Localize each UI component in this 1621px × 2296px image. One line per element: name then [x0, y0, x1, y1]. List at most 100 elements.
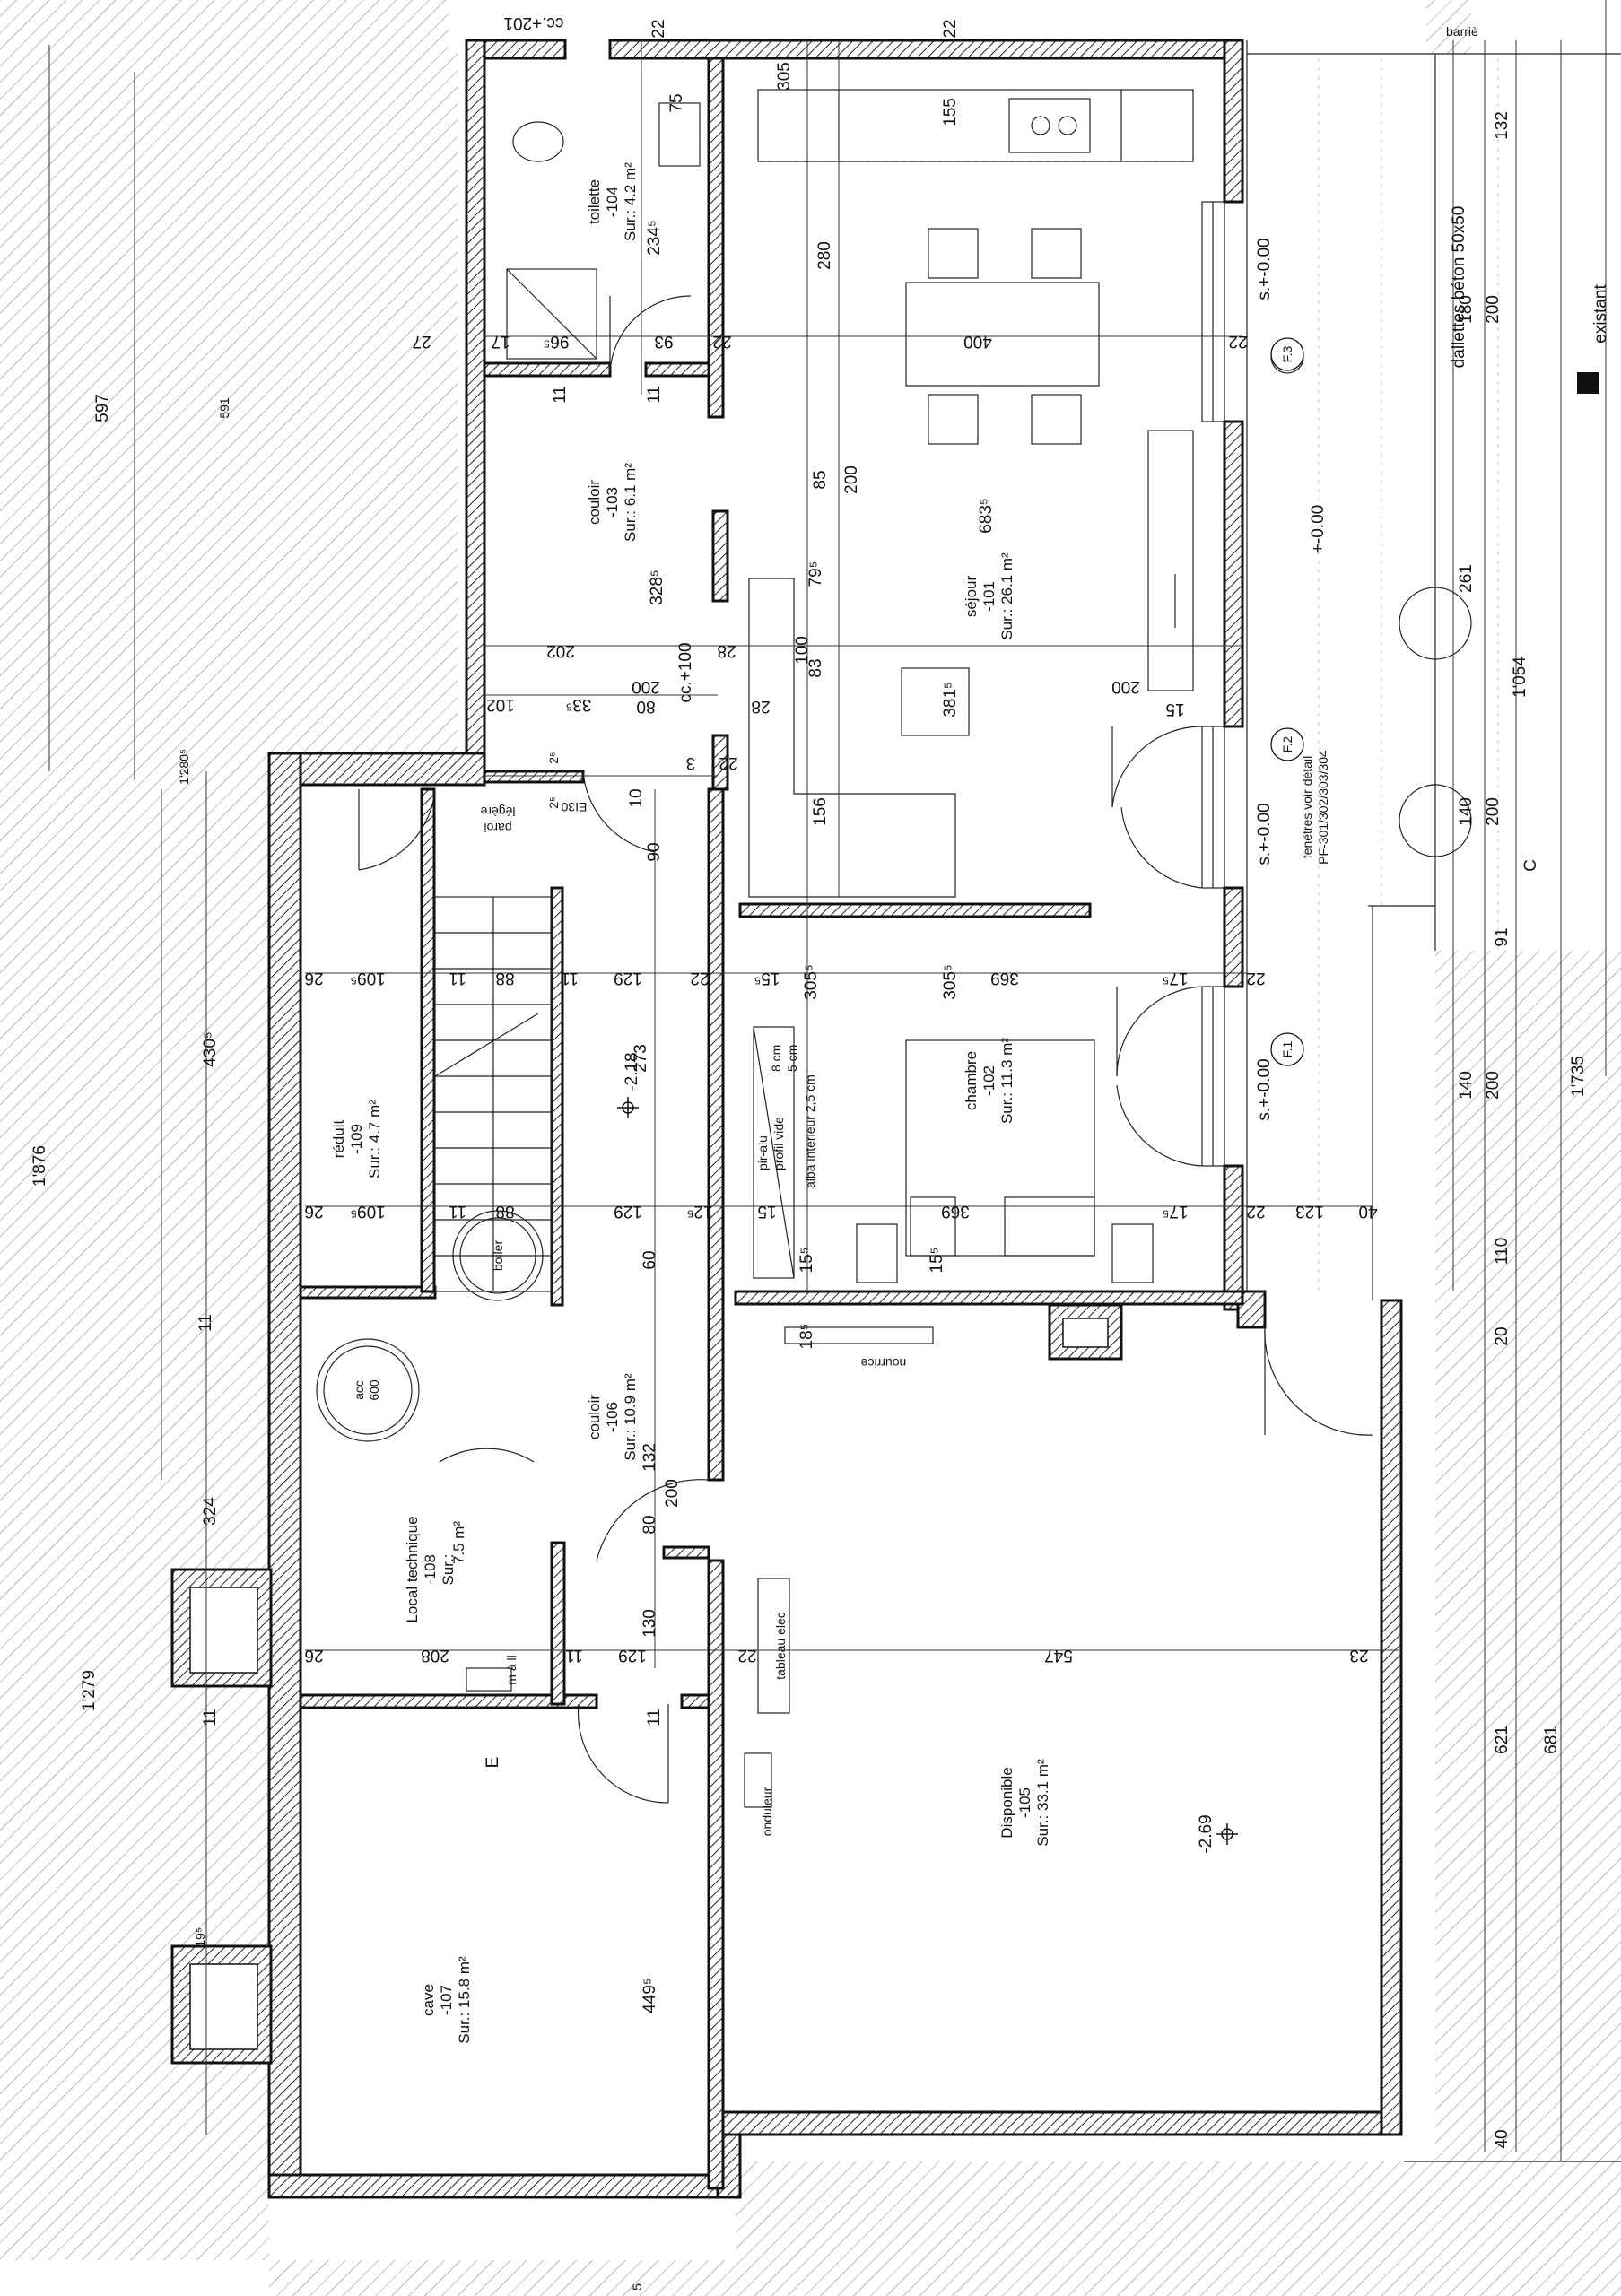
dim-text: 5 [630, 2283, 644, 2291]
room-number: -107 [438, 1985, 455, 2015]
onduleur-label: onduleur [760, 1787, 774, 1836]
dim-text: 1'876 [31, 1145, 49, 1187]
room-area-value: 7.5 m² [450, 1521, 467, 1565]
dim-text: 20 [1493, 1326, 1512, 1345]
dim-text: 130 [641, 1609, 659, 1638]
dim-text: 17⁵ [1162, 969, 1188, 987]
room-name: séjour [963, 576, 980, 618]
toilet-fixtures [506, 102, 701, 360]
dim-text: 96⁵ [543, 332, 569, 351]
ground-hatch-left [0, 0, 458, 2260]
dim-text: 22 [690, 969, 709, 987]
room-name: réduit [330, 1119, 347, 1158]
room-couloir-106[interactable]: couloir -106 Sur.: 10.9 m² [586, 1373, 639, 1461]
pir-label-1: pir-alu [755, 1135, 770, 1170]
staircase [434, 896, 553, 1292]
dim-text: 22 [719, 753, 737, 772]
window-tags: F.3 F.2 F.1 [1270, 337, 1304, 1066]
dim-text: 83 [806, 658, 825, 677]
room-number: -106 [604, 1402, 621, 1432]
dim-text: 75 [667, 93, 686, 112]
dim-text: 22 [649, 19, 668, 38]
dim-text: 19⁵ [193, 1927, 207, 1946]
section-c-label: C [1521, 859, 1540, 872]
legere-label: légère [480, 804, 515, 819]
dim-text: 102 [486, 695, 515, 714]
room-number: -101 [980, 581, 998, 612]
windows [1201, 201, 1225, 1167]
room-area: Sur.: 11.3 m² [998, 1038, 1015, 1124]
room-local-technique[interactable]: Local technique -108 Sur.: 7.5 m² [404, 1516, 467, 1622]
dim-text: 261 [1457, 564, 1476, 593]
room-disponible[interactable]: Disponible -105 Sur.: 33.1 m² [998, 1759, 1051, 1847]
dim-text: 129 [614, 969, 642, 987]
dim-text: 156 [811, 797, 830, 826]
fenetres-note-1: fenêtres voir détail [1300, 756, 1314, 858]
room-reduit[interactable]: réduit -109 Sur.: 4.7 m² [330, 1100, 383, 1178]
section-e-label: E [484, 1757, 502, 1769]
room-toilette[interactable]: toilette -104 Sur.: 4.2 m² [586, 162, 639, 241]
dim-text: 621 [1493, 1726, 1512, 1754]
dim-text: 11 [645, 386, 664, 404]
dim-text: 15⁵ [754, 969, 780, 987]
dim-text: 200 [1111, 677, 1140, 696]
room-area: Sur.: 15.8 m² [456, 1956, 473, 2044]
exterior-terrace-lines [1246, 40, 1621, 2162]
dim-text: 22 [941, 19, 960, 38]
dimension-texts: 22 22 305 155 75 234⁵ 280 400 180 200 13… [31, 19, 1588, 2290]
tag-f3: F.3 [1280, 345, 1294, 362]
tag-f2: F.2 [1280, 735, 1294, 752]
dim-text: 449⁵ [641, 1978, 659, 2013]
dim-text: 123 [1295, 1202, 1324, 1221]
dim-text: 88 [495, 1202, 514, 1221]
room-number: -105 [1016, 1787, 1033, 1818]
room-area: Sur.: 33.1 m² [1034, 1759, 1051, 1847]
dim-text: 1'054 [1511, 657, 1529, 698]
dim-text: 132 [641, 1443, 659, 1472]
dim-text: 12⁵ [686, 1202, 712, 1221]
pir-label-2: 8 cm [769, 1045, 783, 1072]
dim-text: 591 [217, 397, 231, 419]
dim-text: 234⁵ [645, 220, 664, 256]
level-s-f2: s.+-0.00 [1255, 803, 1274, 865]
dim-text: 26 [304, 1202, 323, 1221]
tanks [316, 1210, 934, 1808]
room-chambre[interactable]: chambre -102 Sur.: 11.3 m² [963, 1038, 1015, 1124]
dim-text: 109⁵ [350, 969, 386, 987]
room-number: -102 [980, 1065, 998, 1096]
room-number: -108 [422, 1554, 439, 1585]
dim-text: 381⁵ [941, 682, 960, 718]
dim-text: 305⁵ [941, 964, 960, 1000]
dim-text: 17⁵ [1162, 1202, 1188, 1221]
dim-text: 400 [963, 332, 992, 351]
paroi-label: paroi [484, 821, 511, 835]
pir-label-3: profil vide [771, 1117, 786, 1170]
dim-text: 80 [636, 697, 655, 716]
dim-text: 93 [654, 332, 673, 351]
dim-text: 155 [941, 98, 960, 126]
dim-text: 88 [495, 969, 514, 987]
nourrice-label: nourrice [861, 1356, 907, 1370]
dim-text: 26 [304, 1646, 323, 1665]
dim-text: 22 [712, 332, 731, 351]
dim-text: 129 [618, 1646, 647, 1665]
bed [753, 1026, 1154, 1283]
walls [170, 39, 1403, 2199]
dim-text: 23 [1349, 1646, 1368, 1665]
dim-text: 273 [632, 1044, 650, 1073]
dim-text: 202 [546, 641, 575, 660]
boiler-label: boiler [491, 1240, 505, 1272]
misc-labels: -2.18 -2.69 paroi légère EI30 pir-alu 8 … [352, 800, 1540, 1854]
room-cave[interactable]: cave -107 Sur.: 15.8 m² [420, 1956, 473, 2044]
dim-text: 40 [1493, 2129, 1512, 2148]
fenetres-note-2: PF-301/302/303/304 [1316, 750, 1330, 865]
dim-text: 547 [1044, 1646, 1073, 1665]
dim-text: 11 [565, 1646, 583, 1665]
dim-text: 85 [811, 470, 830, 489]
room-couloir-103[interactable]: couloir -103 Sur.: 6.1 m² [586, 463, 639, 542]
room-area: Sur.: 6.1 m² [622, 463, 639, 542]
dim-text: 2⁵ [546, 796, 561, 809]
room-sejour[interactable]: séjour -101 Sur.: 26.1 m² [963, 552, 1015, 640]
dim-text: 597 [93, 394, 112, 422]
dim-text: 11 [645, 1709, 664, 1726]
